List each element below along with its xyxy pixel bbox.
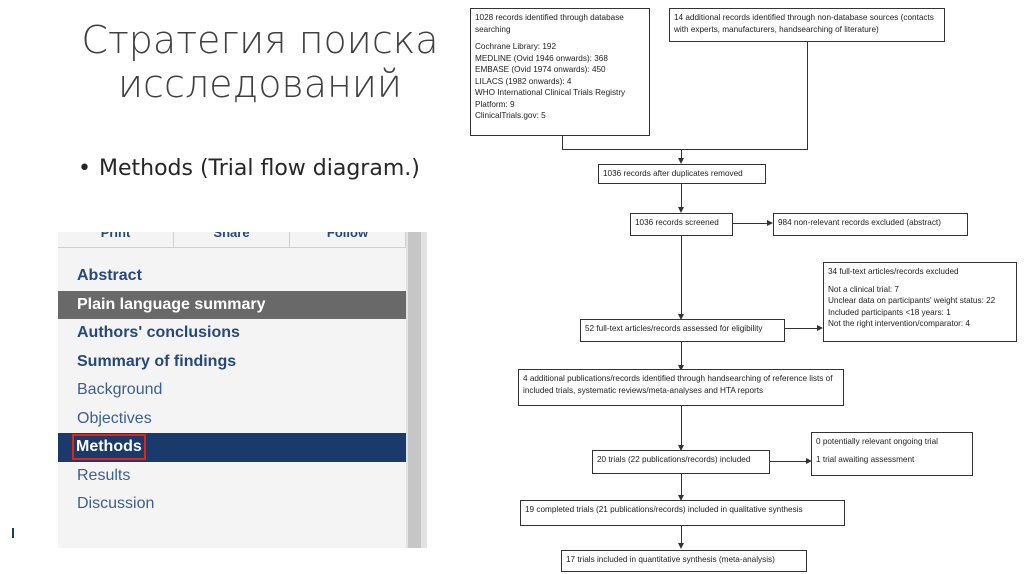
arrow xyxy=(678,495,684,501)
box-fulltext-assessed: 52 full-text articles/records assessed f… xyxy=(580,319,785,342)
slide-title-line-2: исследований xyxy=(118,62,402,106)
nav-item-authors-conclusions[interactable]: Authors' conclusions xyxy=(77,324,240,341)
slide-title-line-1: Стратегия поиска xyxy=(81,18,439,62)
arrow xyxy=(678,543,684,549)
bullet-text: Methods (Trial flow diagram.) xyxy=(98,156,420,181)
tab-follow[interactable]: Follow xyxy=(290,232,406,248)
connector xyxy=(807,42,808,150)
nav-item-methods-label: Methods xyxy=(72,434,146,460)
box-screened: 1036 records screened xyxy=(630,213,733,236)
box-additional-publications-text: 4 additional publications/records identi… xyxy=(523,374,833,395)
exclusion-reason: Included participants <18 years: 1 xyxy=(828,307,951,317)
nav-list: Abstract Plain language summary Authors'… xyxy=(58,262,406,519)
connector xyxy=(562,149,808,150)
arrow xyxy=(678,365,684,371)
box-qualitative-synthesis-text: 19 completed trials (21 publications/rec… xyxy=(525,505,803,514)
arrow xyxy=(806,458,812,464)
box-awaiting-text: 1 trial awaiting assessment xyxy=(816,454,915,464)
connector xyxy=(681,184,682,210)
nav-item-abstract[interactable]: Abstract xyxy=(77,267,142,284)
db-source-line: Cochrane Library: 192 xyxy=(475,42,557,51)
nav-item-background[interactable]: Background xyxy=(77,381,163,398)
db-source-line: EMBASE (Ovid 1974 onwards): 450 xyxy=(475,65,606,74)
arrow xyxy=(767,220,773,226)
box-trials-included: 20 trials (22 publications/records) incl… xyxy=(592,450,770,474)
connector xyxy=(681,149,682,161)
connector xyxy=(562,136,563,150)
db-source-line: WHO International Clinical Trials Regist… xyxy=(475,88,626,109)
nav-item-discussion[interactable]: Discussion xyxy=(77,495,155,512)
exclusion-reason: Not the right intervention/comparator: 4 xyxy=(828,319,970,328)
box-excluded-abstract: 984 non-relevant records excluded (abstr… xyxy=(773,213,968,236)
connector xyxy=(785,328,819,329)
nav-scrollbar-thumb[interactable] xyxy=(408,232,421,548)
db-source-line: LILACS (1982 onwards): 4 xyxy=(475,76,572,86)
box-ongoing-awaiting: 0 potentially relevant ongoing trial 1 t… xyxy=(811,432,973,476)
connector xyxy=(681,474,682,498)
box-ongoing-text: 0 potentially relevant ongoing trial xyxy=(816,437,938,446)
tab-follow-label: Follow xyxy=(326,232,369,240)
exclusion-reason: Not a clinical trial: 7 xyxy=(828,284,899,294)
connector xyxy=(733,223,769,224)
bullet-dot: • xyxy=(78,156,91,181)
tab-print[interactable]: Print xyxy=(58,232,174,248)
bullet-point: • Methods (Trial flow diagram.) xyxy=(78,156,420,181)
connector xyxy=(681,526,682,546)
box-additional-publications: 4 additional publications/records identi… xyxy=(518,369,844,406)
arrow xyxy=(817,325,823,331)
db-source-line: ClinicalTrials.gov: 5 xyxy=(475,111,546,120)
box-qualitative-synthesis: 19 completed trials (21 publications/rec… xyxy=(520,500,845,526)
box-after-duplicates-text: 1036 records after duplicates removed xyxy=(603,169,743,178)
exclusion-reason: Unclear data on participants' weight sta… xyxy=(828,296,996,305)
nav-item-results[interactable]: Results xyxy=(77,466,131,484)
db-source-line: MEDLINE (Ovid 1946 onwards): 368 xyxy=(475,53,608,63)
nav-item-summary-of-findings[interactable]: Summary of findings xyxy=(77,352,237,370)
tab-print-label: Print xyxy=(100,232,131,240)
box-other-sources: 14 additional records identified through… xyxy=(669,8,945,42)
box-excluded-abstract-text: 984 non-relevant records excluded (abstr… xyxy=(778,218,941,227)
box-quantitative-synthesis: 17 trials included in quantitative synth… xyxy=(561,550,807,572)
nav-item-methods[interactable]: Methods xyxy=(58,433,406,462)
tab-share[interactable]: Share xyxy=(174,232,290,248)
connector xyxy=(681,342,682,368)
arrow xyxy=(678,158,684,164)
box-database-records: 1028 records identified through database… xyxy=(470,8,650,136)
arrow xyxy=(678,445,684,451)
box-other-sources-text: 14 additional records identified through… xyxy=(674,13,934,34)
connector xyxy=(770,461,808,462)
tab-share-label: Share xyxy=(213,232,250,240)
nav-tab-bar: Print Share Follow xyxy=(58,232,406,248)
connector xyxy=(681,236,682,317)
edge-mark xyxy=(12,528,14,538)
box-fulltext-excluded: 34 full-text articles/records excluded N… xyxy=(823,262,1017,342)
slide-title: Стратегия поиска исследований xyxy=(60,18,460,106)
box-after-duplicates: 1036 records after duplicates removed xyxy=(598,164,766,184)
arrow xyxy=(678,314,684,320)
box-database-records-head: 1028 records identified through database… xyxy=(475,13,624,34)
connector xyxy=(681,406,682,448)
sidebar-nav-screenshot: Print Share Follow Abstract Plain langua… xyxy=(58,232,427,548)
box-fulltext-excluded-head: 34 full-text articles/records excluded xyxy=(828,267,959,276)
nav-item-objectives[interactable]: Objectives xyxy=(77,409,152,427)
box-trials-included-text: 20 trials (22 publications/records) incl… xyxy=(597,455,751,464)
arrow xyxy=(678,207,684,213)
box-quantitative-synthesis-text: 17 trials included in quantitative synth… xyxy=(566,555,775,564)
box-screened-text: 1036 records screened xyxy=(635,218,719,227)
box-fulltext-assessed-text: 52 full-text articles/records assessed f… xyxy=(585,324,763,333)
nav-item-plain-language-summary[interactable]: Plain language summary xyxy=(58,290,406,319)
